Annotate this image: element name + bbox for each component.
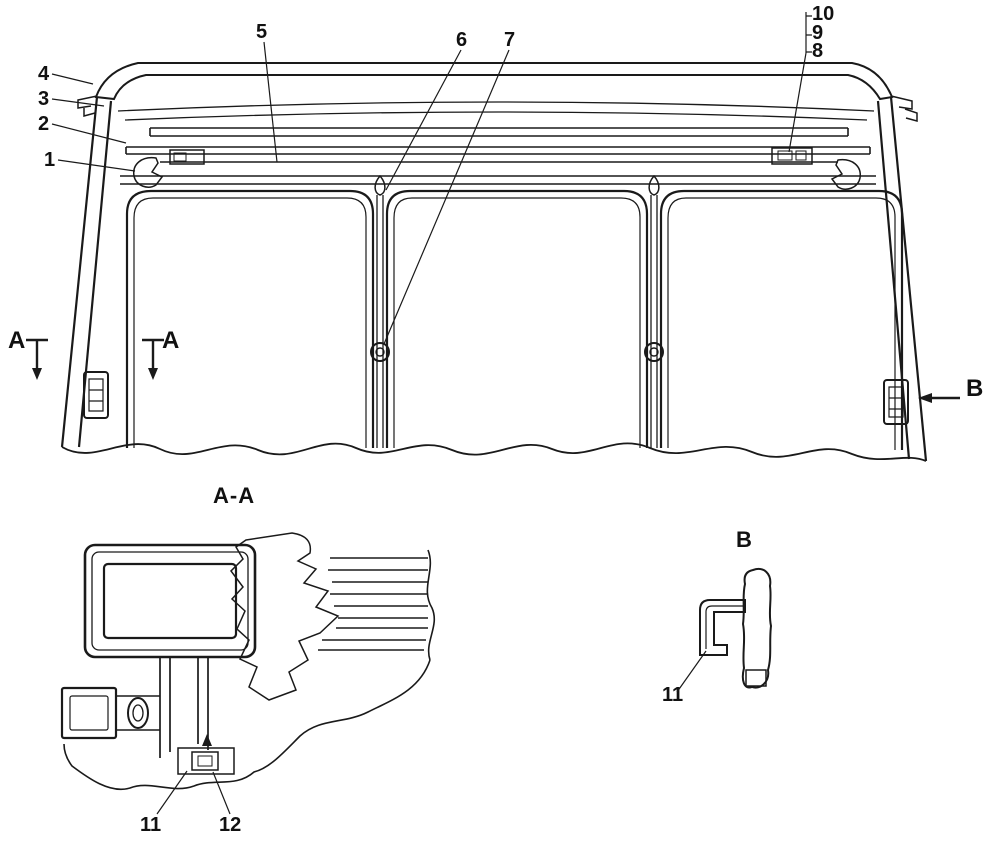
- callout-1-leader: [57, 159, 136, 172]
- aa-panel-layers: [318, 557, 428, 651]
- callout-8-label: 8: [812, 40, 823, 62]
- rail-bracket-left-hatch: [173, 152, 187, 162]
- detail-b-title: B: [736, 527, 753, 552]
- latch-plates: [83, 371, 909, 425]
- callout-12-leader: [212, 771, 231, 815]
- callout-6-leader: [385, 49, 462, 191]
- post-grommet-right-inner: [649, 347, 659, 357]
- aa-clamp-white-insert: [191, 751, 219, 771]
- right-wall: [876, 96, 928, 462]
- latch-plate-right: [883, 379, 909, 425]
- section-aa-view: A-A 11 12: [60, 483, 436, 836]
- callout-9-label: 9: [812, 22, 823, 44]
- b-catch-notch: [745, 669, 767, 687]
- callout-2-label: 2: [38, 113, 49, 135]
- callout-3-label: 3: [38, 88, 49, 110]
- callouts-main-view: 4 3 2 1 5 6 7 10 9 8: [38, 3, 834, 345]
- callout-6-label: 6: [456, 29, 467, 51]
- section-b-label: B: [966, 375, 983, 402]
- aa-bracket-connectors: [116, 695, 160, 731]
- aa-box-profile-mid: [91, 551, 249, 651]
- latch-plate-left-detail: [88, 378, 104, 412]
- rail-bracket-right-hatch: [777, 150, 807, 161]
- callout-7-label: 7: [504, 29, 515, 51]
- aa-clamp-hatched-block: [177, 747, 235, 775]
- rail-bracket-right: [771, 147, 813, 165]
- left-wall: [60, 96, 113, 448]
- callouts-aa-view: 11 12: [140, 770, 241, 836]
- roof-end-caps: [77, 95, 918, 122]
- aa-bushing-inner: [132, 704, 144, 722]
- hook-bracket-right: [830, 158, 861, 190]
- callout-11-aa-leader: [156, 770, 188, 815]
- b-hook-clip-inner: [705, 605, 745, 649]
- callout-10-label: 10: [812, 3, 834, 25]
- aa-bushing-outer: [127, 697, 149, 729]
- rail-lines: [120, 127, 876, 185]
- section-b-arrowhead: [918, 393, 932, 403]
- section-markers: A A B: [8, 327, 983, 403]
- roof-panel: [77, 62, 918, 122]
- callout-1-label: 1: [44, 149, 55, 171]
- callout-2-leader: [51, 123, 127, 144]
- roof-lattice-band: [94, 62, 894, 101]
- callout-10-leader: [788, 52, 807, 153]
- aa-lower-channel: [159, 657, 209, 758]
- aa-box-profile-inner: [102, 562, 238, 640]
- aa-clamp-arrow: [202, 734, 212, 746]
- section-a-right-label: A: [162, 327, 179, 354]
- callout-3-leader: [51, 98, 105, 107]
- b-hook-clip-outer: [699, 599, 746, 656]
- hook-bracket-left: [133, 156, 164, 188]
- post-top-joint-left: [374, 174, 386, 196]
- callout-7-leader: [383, 49, 510, 345]
- section-a-left-label: A: [8, 327, 25, 354]
- callout-5-label: 5: [256, 21, 267, 43]
- callouts-b-view: 11: [662, 650, 707, 706]
- section-a-left-arrowhead: [32, 368, 42, 380]
- callout-12-label: 12: [219, 814, 241, 836]
- section-aa-title: A-A: [213, 483, 255, 508]
- window-panels: [125, 174, 904, 450]
- callout-11-b-leader: [676, 650, 707, 693]
- aa-box-profile-outer: [83, 543, 257, 659]
- panel-frames-inner: [133, 197, 896, 450]
- detail-b-view: B 11: [662, 527, 773, 706]
- ceiling-arcs: [117, 101, 875, 121]
- b-post-section: [741, 568, 773, 689]
- post-grommet-left-inner: [375, 347, 385, 357]
- main-assembly-view: 4 3 2 1 5 6 7 10 9 8 A A: [8, 3, 983, 462]
- torn-bottom-edge: [61, 442, 927, 462]
- rail-bracket-left: [169, 149, 205, 165]
- center-posts: [376, 195, 658, 448]
- latch-plate-left: [83, 371, 109, 419]
- panel-frames-outer: [125, 189, 904, 450]
- callout-4-leader: [51, 73, 94, 85]
- callout-5-leader: [263, 41, 278, 163]
- callout-11-b-label: 11: [662, 684, 683, 706]
- aa-clamp-core: [197, 755, 213, 767]
- section-a-left-tick: [26, 338, 48, 370]
- post-top-joint-right: [648, 174, 660, 196]
- aa-torn-edge-bottom: [63, 659, 431, 791]
- post-grommet-right-outer: [644, 342, 664, 362]
- aa-clamp-assembly: [177, 734, 235, 775]
- aa-side-bracket-inner: [69, 695, 109, 731]
- callout-11-aa-label: 11: [140, 814, 161, 836]
- section-a-right-arrowhead: [148, 368, 158, 380]
- aa-torn-edge-right: [426, 549, 436, 661]
- aa-side-bracket-outer: [60, 686, 118, 740]
- curtain-rail-assembly: [120, 127, 876, 190]
- callout-4-label: 4: [38, 63, 50, 85]
- latch-plate-right-detail: [888, 386, 904, 418]
- section-a-right-tick: [142, 338, 164, 370]
- callout-8-9-10-bracket: [805, 12, 812, 53]
- post-grommet-left-outer: [370, 342, 390, 362]
- aa-seal-hatched: [230, 532, 340, 701]
